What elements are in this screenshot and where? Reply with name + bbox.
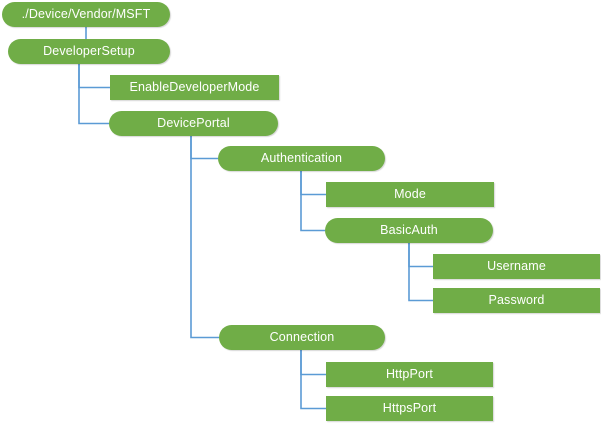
tree-node-label: BasicAuth bbox=[380, 223, 438, 238]
connector-line bbox=[300, 171, 326, 196]
tree-node-label: ./Device/Vendor/MSFT bbox=[21, 7, 151, 22]
tree-node-label: Username bbox=[487, 259, 546, 274]
tree-node-https-port[interactable]: HttpsPort bbox=[326, 396, 493, 421]
connector-line bbox=[190, 136, 218, 160]
tree-node-root[interactable]: ./Device/Vendor/MSFT bbox=[2, 2, 170, 27]
tree-node-http-port[interactable]: HttpPort bbox=[326, 362, 493, 387]
tree-node-developer-setup[interactable]: DeveloperSetup bbox=[8, 39, 170, 64]
tree-node-enable-developer-mode[interactable]: EnableDeveloperMode bbox=[110, 75, 279, 100]
connector-line bbox=[78, 64, 110, 89]
tree-node-label: EnableDeveloperMode bbox=[129, 80, 260, 95]
tree-node-label: Mode bbox=[394, 187, 426, 202]
connector-line bbox=[300, 350, 326, 410]
tree-node-username[interactable]: Username bbox=[433, 254, 600, 279]
tree-node-label: HttpPort bbox=[385, 367, 434, 382]
tree-node-label: Authentication bbox=[260, 151, 343, 166]
tree-node-password[interactable]: Password bbox=[433, 288, 600, 313]
connector-line bbox=[408, 243, 433, 302]
connector-line bbox=[408, 243, 433, 268]
connector-line bbox=[300, 350, 326, 376]
tree-node-basic-auth[interactable]: BasicAuth bbox=[325, 218, 493, 243]
tree-node-label: Password bbox=[488, 293, 545, 308]
tree-node-connection[interactable]: Connection bbox=[219, 325, 385, 350]
tree-node-mode[interactable]: Mode bbox=[326, 182, 494, 207]
tree-node-authentication[interactable]: Authentication bbox=[218, 146, 385, 171]
connector-line bbox=[78, 64, 109, 125]
tree-node-label: DevicePortal bbox=[157, 116, 230, 131]
connector-line bbox=[190, 136, 219, 339]
tree-node-label: Connection bbox=[269, 330, 335, 345]
tree-node-device-portal[interactable]: DevicePortal bbox=[109, 111, 278, 136]
connector-line bbox=[300, 171, 325, 232]
tree-node-label: HttpsPort bbox=[382, 401, 437, 416]
tree-node-label: DeveloperSetup bbox=[43, 44, 135, 59]
